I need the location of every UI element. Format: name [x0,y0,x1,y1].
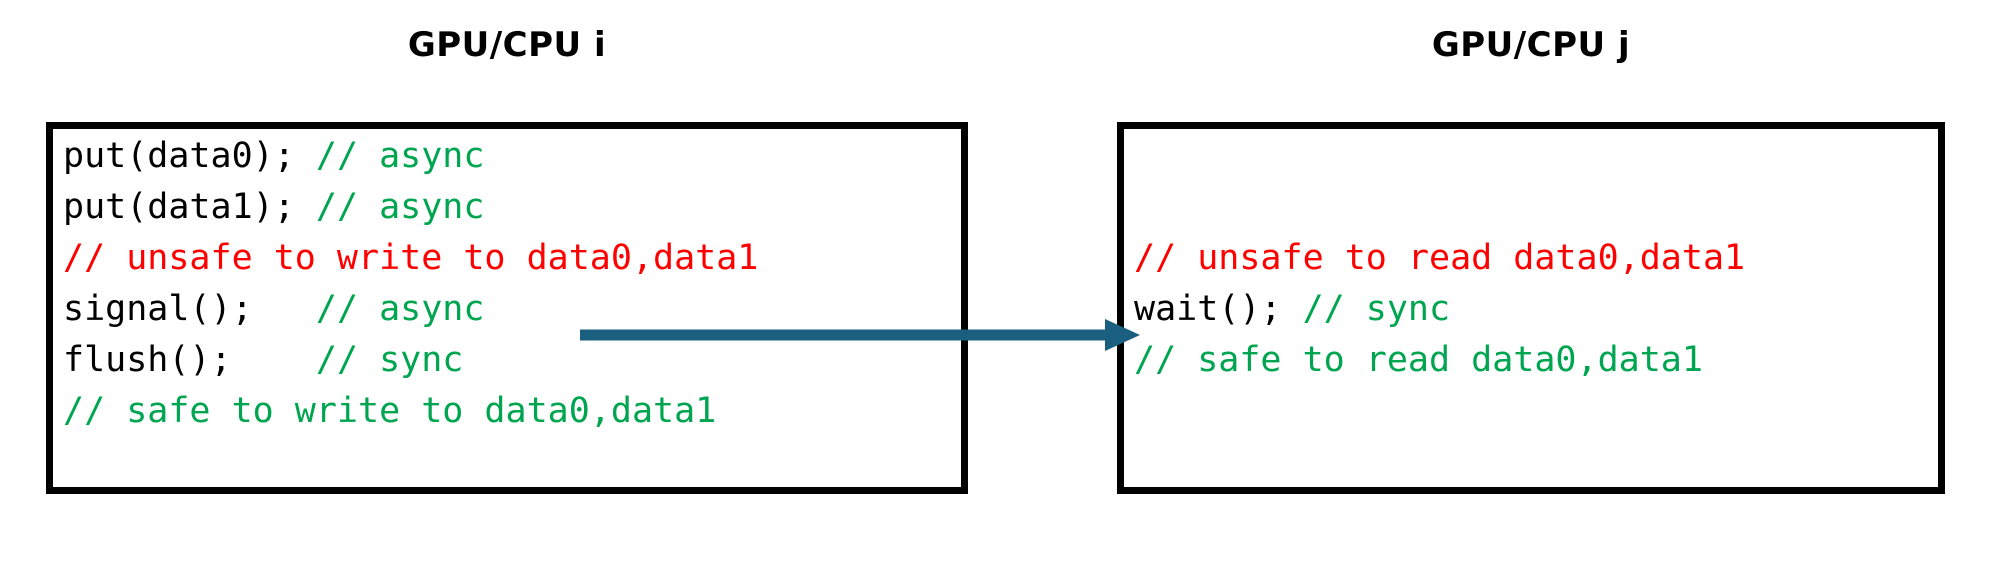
right-comment-2: // safe to read data0,data1 [1134,340,1703,380]
right-comment-1: // sync [1302,289,1451,329]
left-line-2: // unsafe to write to data0,data1 [63,233,758,284]
left-comment-1: // async [315,187,485,227]
signal-to-wait-arrow [580,319,1140,351]
gpu-cpu-j-code-box: // unsafe to read data0,data1 wait(); // … [1117,122,1945,494]
right-code-lines: // unsafe to read data0,data1 wait(); // … [1134,233,1745,386]
left-line-5: // safe to write to data0,data1 [63,386,758,437]
left-line-4: flush(); // sync [63,335,758,386]
right-code-1: wait(); [1134,289,1303,329]
left-comment-3: // async [315,289,485,329]
arrow-head-icon [1105,319,1140,351]
right-comment-0: // unsafe to read data0,data1 [1134,238,1746,278]
right-line-1: wait(); // sync [1134,284,1745,335]
left-code-3: signal(); [63,289,316,329]
left-code-4: flush(); [63,340,316,380]
right-line-0: // unsafe to read data0,data1 [1134,233,1745,284]
left-code-0: put(data0); [63,136,316,176]
column-title-gpu-cpu-i: GPU/CPU i [407,25,607,65]
left-comment-5: // safe to write to data0,data1 [63,391,717,431]
left-comment-2: // unsafe to write to data0,data1 [63,238,759,278]
right-line-2: // safe to read data0,data1 [1134,335,1745,386]
left-line-0: put(data0); // async [63,131,758,182]
left-code-1: put(data1); [63,187,316,227]
left-line-1: put(data1); // async [63,182,758,233]
left-line-3: signal(); // async [63,284,758,335]
left-comment-4: // sync [315,340,464,380]
left-comment-0: // async [315,136,485,176]
column-title-gpu-cpu-j: GPU/CPU j [1431,25,1631,65]
